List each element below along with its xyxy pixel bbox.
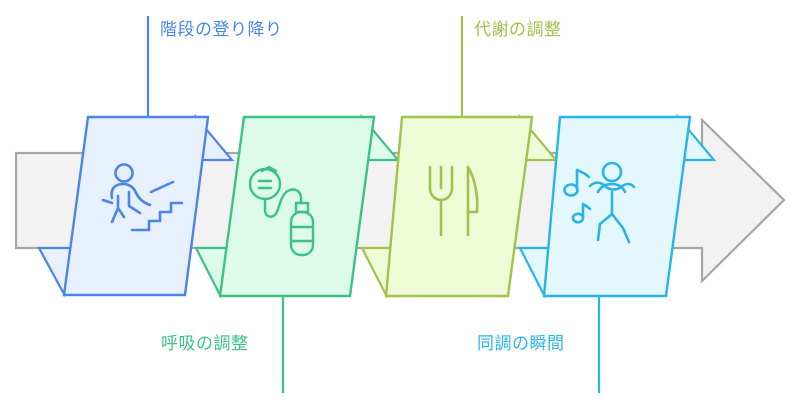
- callout-label-stairs: 階段の登り降り: [160, 20, 283, 39]
- step-panel-stairs[interactable]: [37, 16, 235, 298]
- person-climbing-stairs-icon: [101, 163, 184, 232]
- step-panel-sync[interactable]: [518, 113, 717, 393]
- panel-body: [62, 115, 210, 297]
- panel-body: [384, 115, 534, 298]
- callout-label-sync: 同調の瞬間: [477, 334, 565, 353]
- panel-body: [542, 115, 692, 298]
- dancing-person-music-notes-icon: [563, 161, 636, 244]
- step-panel-metabolism[interactable]: [360, 16, 559, 299]
- fork-and-knife-icon: [428, 165, 479, 237]
- step-panel-breathing[interactable]: [194, 113, 401, 393]
- oxygen-mask-tank-icon: [248, 165, 315, 257]
- callout-label-breathing: 呼吸の調整: [161, 334, 249, 353]
- callout-label-metabolism: 代謝の調整: [474, 20, 562, 39]
